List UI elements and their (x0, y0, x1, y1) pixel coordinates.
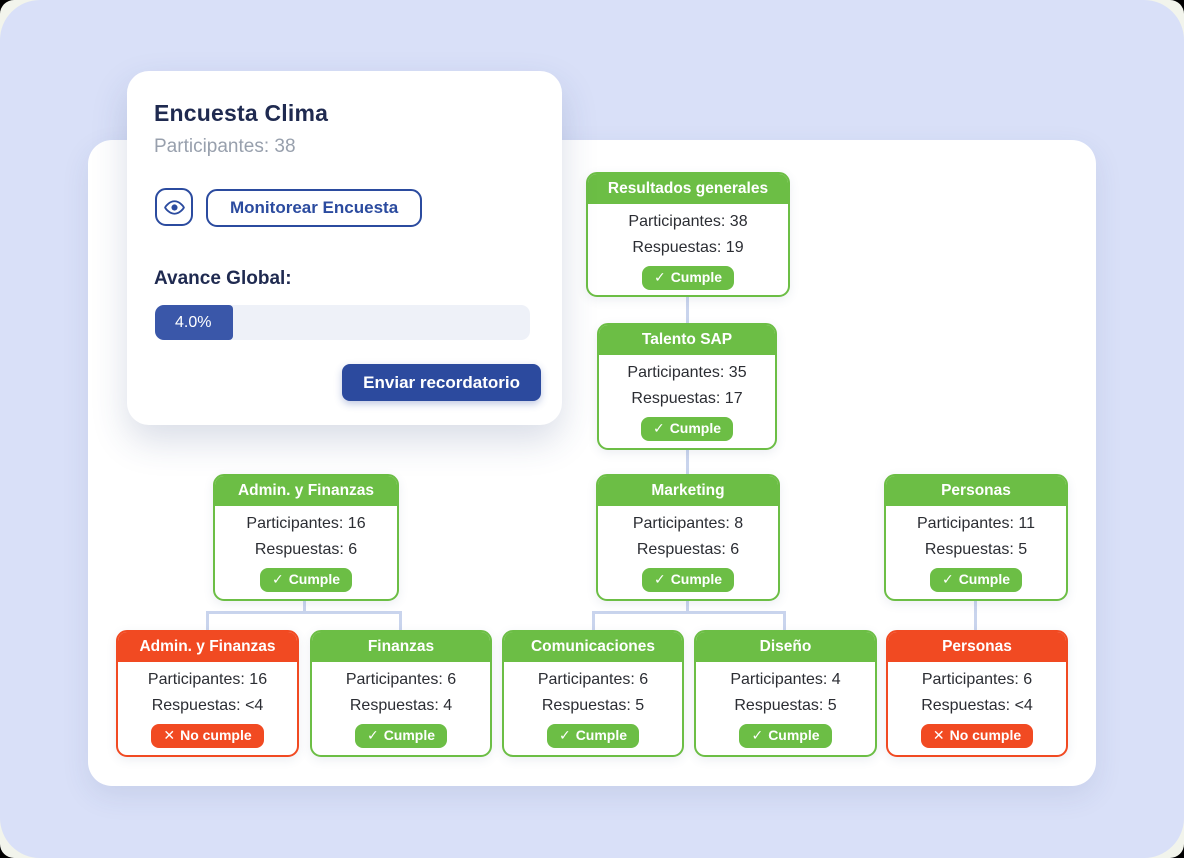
node-title: Personas (888, 632, 1066, 662)
status-badge: ✓Cumple (739, 724, 832, 748)
connector-line (399, 611, 402, 630)
org-node-admin-finanzas-sub[interactable]: Admin. y Finanzas Participantes: 16 Resp… (116, 630, 299, 757)
status-badge: ✓Cumple (641, 266, 735, 290)
connector-line (974, 601, 977, 630)
status-badge-label: Cumple (575, 727, 628, 743)
node-responses: Respuestas: 5 (734, 697, 837, 714)
node-participants: Participantes: 11 (917, 515, 1035, 532)
org-node-comunicaciones[interactable]: Comunicaciones Participantes: 6 Respuest… (502, 630, 684, 757)
status-badge: ✓Cumple (546, 724, 640, 748)
global-progress-label: Avance Global: (154, 268, 292, 289)
connector-line (686, 450, 689, 475)
status-badge-label: Cumple (958, 571, 1011, 587)
survey-card: Encuesta Clima Participantes: 38 Monitor… (127, 71, 562, 425)
org-node-resultados-generales[interactable]: Resultados generales Participantes: 38 R… (586, 172, 790, 297)
node-responses: Respuestas: 5 (541, 697, 645, 714)
check-icon: ✓ (653, 269, 666, 285)
node-participants: Participantes: 16 (147, 671, 268, 688)
node-title: Personas (886, 476, 1066, 506)
node-title: Diseño (696, 632, 875, 662)
send-reminder-button[interactable]: Enviar recordatorio (342, 364, 541, 401)
node-title: Admin. y Finanzas (215, 476, 397, 506)
status-badge: ✓Cumple (259, 568, 353, 592)
cross-icon: ✕ (932, 727, 945, 743)
node-participants: Participantes: 8 (632, 515, 744, 532)
node-responses: Respuestas: 6 (254, 541, 358, 558)
node-responses: Respuestas: <4 (921, 697, 1033, 714)
monitor-survey-button[interactable]: Monitorear Encuesta (206, 189, 423, 227)
check-icon: ✓ (653, 571, 666, 587)
node-participants: Participantes: 38 (628, 213, 748, 230)
org-node-talento-sap[interactable]: Talento SAP Participantes: 35 Respuestas… (597, 323, 777, 450)
connector-line (686, 297, 689, 323)
survey-title: Encuesta Clima (154, 100, 329, 126)
org-node-personas-sub[interactable]: Personas Participantes: 6 Respuestas: <4… (886, 630, 1068, 757)
node-title: Comunicaciones (504, 632, 682, 662)
status-badge-label: No cumple (949, 727, 1022, 743)
eye-icon (163, 196, 186, 219)
node-responses: Respuestas: 4 (349, 697, 453, 714)
status-badge: ✓Cumple (640, 417, 734, 441)
node-responses: Respuestas: 17 (631, 390, 743, 407)
node-responses: Respuestas: 19 (632, 239, 744, 256)
connector-line (592, 611, 595, 630)
node-title: Finanzas (312, 632, 490, 662)
org-node-personas[interactable]: Personas Participantes: 11 Respuestas: 5… (884, 474, 1068, 601)
node-participants: Participantes: 6 (921, 671, 1033, 688)
progress-bar: 4.0% (155, 305, 530, 340)
status-badge: ✓Cumple (354, 724, 448, 748)
check-icon: ✓ (271, 571, 284, 587)
node-participants: Participantes: 4 (730, 671, 841, 688)
check-icon: ✓ (652, 420, 665, 436)
node-participants: Participantes: 16 (246, 515, 366, 532)
status-badge-label: Cumple (670, 269, 723, 285)
connector-line (303, 601, 306, 613)
node-title: Marketing (598, 476, 778, 506)
node-title: Talento SAP (599, 325, 775, 355)
check-icon: ✓ (366, 727, 379, 743)
check-icon: ✓ (751, 727, 764, 743)
node-title: Resultados generales (588, 174, 788, 204)
status-badge: ✕No cumple (151, 724, 264, 748)
node-responses: Respuestas: 5 (924, 541, 1028, 558)
connector-line (686, 601, 689, 613)
status-badge-label: Cumple (669, 420, 722, 436)
node-participants: Participantes: 6 (537, 671, 649, 688)
status-badge: ✓Cumple (641, 568, 735, 592)
node-title: Admin. y Finanzas (118, 632, 297, 662)
check-icon: ✓ (558, 727, 571, 743)
connector-line (783, 611, 786, 630)
connector-line (206, 611, 209, 630)
status-badge: ✕No cumple (920, 724, 1034, 748)
preview-survey-button[interactable] (155, 188, 193, 226)
node-participants: Participantes: 6 (345, 671, 457, 688)
node-responses: Respuestas: 6 (636, 541, 740, 558)
connector-line (206, 611, 402, 614)
node-participants: Participantes: 35 (627, 364, 747, 381)
status-badge-label: Cumple (288, 571, 341, 587)
status-badge-label: Cumple (383, 727, 436, 743)
status-badge: ✓Cumple (929, 568, 1023, 592)
org-node-marketing[interactable]: Marketing Participantes: 8 Respuestas: 6… (596, 474, 780, 601)
org-node-diseno[interactable]: Diseño Participantes: 4 Respuestas: 5 ✓C… (694, 630, 877, 757)
survey-participants: Participantes: 38 (154, 136, 296, 157)
status-badge-label: Cumple (768, 727, 820, 743)
node-responses: Respuestas: <4 (151, 697, 264, 714)
org-node-finanzas[interactable]: Finanzas Participantes: 6 Respuestas: 4 … (310, 630, 492, 757)
progress-bar-fill: 4.0% (155, 305, 233, 340)
cross-icon: ✕ (163, 727, 176, 743)
check-icon: ✓ (941, 571, 954, 587)
org-node-admin-finanzas[interactable]: Admin. y Finanzas Participantes: 16 Resp… (213, 474, 399, 601)
status-badge-label: Cumple (670, 571, 723, 587)
status-badge-label: No cumple (180, 727, 252, 743)
connector-line (592, 611, 786, 614)
